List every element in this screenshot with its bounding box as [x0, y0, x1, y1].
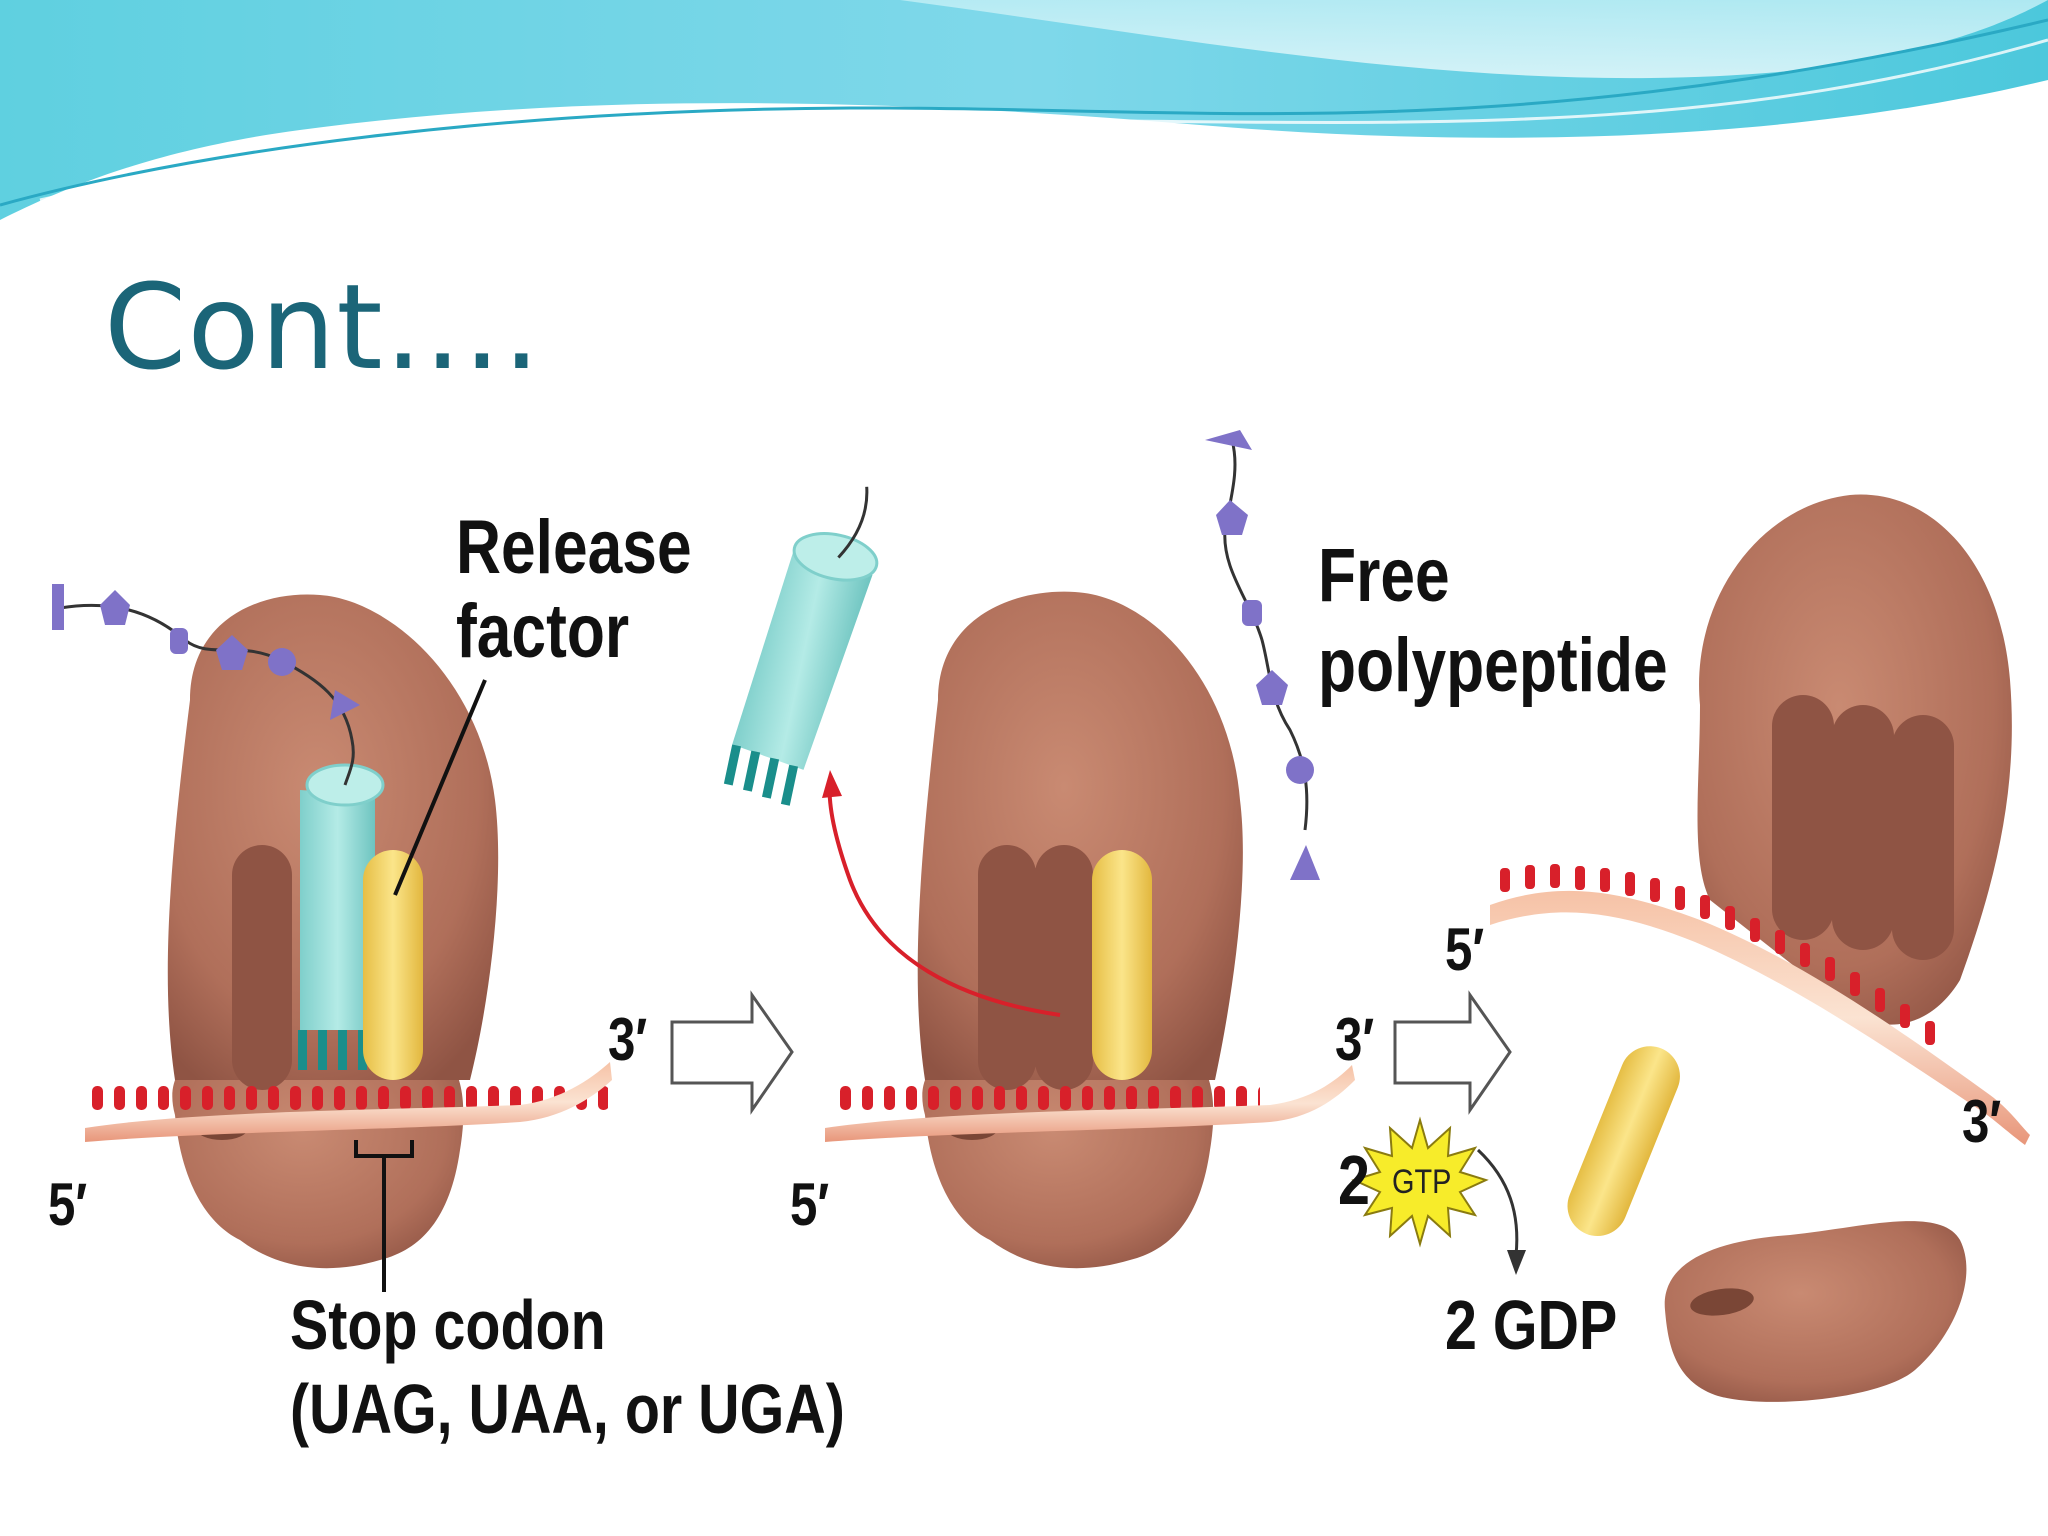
p-site-3 [1832, 705, 1894, 950]
p-site-2 [1035, 845, 1093, 1090]
release-factor-1 [363, 850, 423, 1080]
panel-3 [1490, 494, 2030, 1402]
ribosome-small-subunit-3 [1664, 1221, 1967, 1402]
stop-codon-label: Stop codon (UAG, UAA, or UGA) [290, 1286, 845, 1448]
mrna-1 [85, 1062, 612, 1142]
panel-2 [723, 430, 1355, 1269]
free-polypeptide-label: Free polypeptide [1318, 533, 1668, 708]
peptide-chain-1 [52, 584, 360, 786]
five-prime-label-3: 5′ [1445, 916, 1485, 983]
stop-codon-bracket [354, 1140, 414, 1170]
e-site-1 [232, 845, 292, 1090]
three-prime-label-2: 3′ [1335, 1006, 1375, 1073]
five-prime-label-1: 5′ [48, 1171, 88, 1238]
mrna-2 [825, 1065, 1355, 1142]
gtp-to-gdp-arrow [1476, 1148, 1519, 1256]
release-factor-2 [1092, 850, 1152, 1080]
step-arrow-2 [1393, 990, 1512, 1115]
trna-1 [300, 790, 375, 1030]
three-prime-label-3: 3′ [1962, 1088, 2002, 1155]
gtp-starburst [1351, 1116, 1489, 1248]
panel-1 [52, 584, 612, 1292]
mrna-3 [1490, 864, 2030, 1145]
three-prime-label-1: 3′ [608, 1006, 648, 1073]
release-factor-pointer [393, 679, 487, 896]
gdp-label: 2 GDP [1445, 1286, 1618, 1364]
e-site-3 [1772, 695, 1834, 940]
trna-release-arrow [827, 779, 1061, 1017]
release-factor-label: Release factor [456, 505, 692, 674]
header-wave [0, 0, 2048, 220]
e-site-2 [978, 845, 1036, 1090]
gtp-count-label: 2 [1338, 1141, 1370, 1219]
a-site-3 [1892, 715, 1954, 960]
free-polypeptide [1205, 430, 1320, 880]
released-trna [723, 486, 879, 806]
slide-title: Cont…. [104, 258, 542, 396]
five-prime-label-2: 5′ [790, 1171, 830, 1238]
step-arrow-1 [670, 990, 794, 1115]
release-factor-3 [1567, 1046, 1680, 1237]
gtp-label: GTP [1392, 1163, 1452, 1201]
